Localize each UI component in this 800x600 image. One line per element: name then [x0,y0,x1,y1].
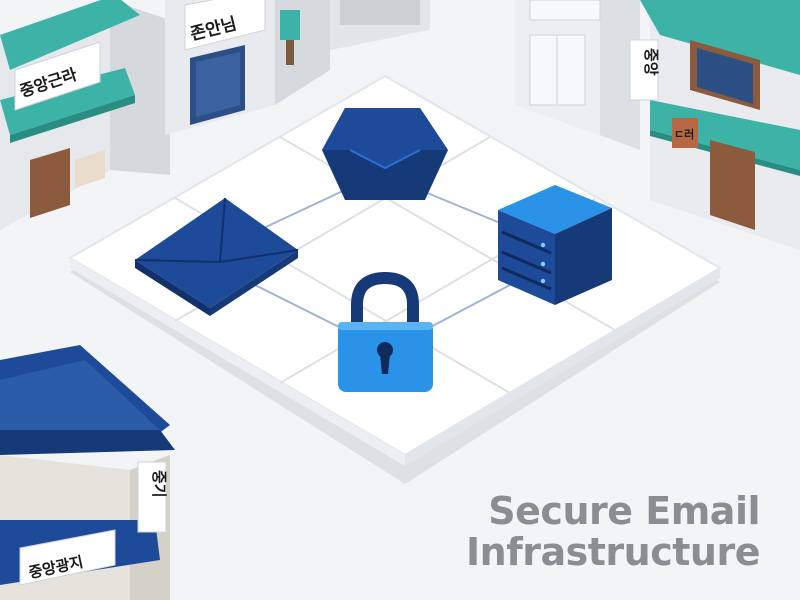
building-top-center: 존안님 [165,0,330,135]
hexagon-icon [322,108,448,200]
lock-icon [338,271,433,392]
envelope-icon [134,197,299,316]
building-right: ㄷ러 중앙 [629,0,800,250]
building-top-mid [330,0,430,50]
building-bottom-left: 중앙광지 중기 [0,345,175,600]
building-top-right-white [515,0,640,150]
sign-right-vertical-text: 중앙 [642,48,660,76]
building-top-left: 중앙근라 [0,0,170,230]
page-title: Secure Email Infrastructure [466,491,760,572]
title-line-1: Secure Email [488,489,760,534]
sign-bottom-vertical-text: 중기 [150,470,168,498]
sign-right-small-text: ㄷ러 [674,127,694,141]
server-icon [498,185,612,305]
title-line-2: Infrastructure [466,529,760,574]
